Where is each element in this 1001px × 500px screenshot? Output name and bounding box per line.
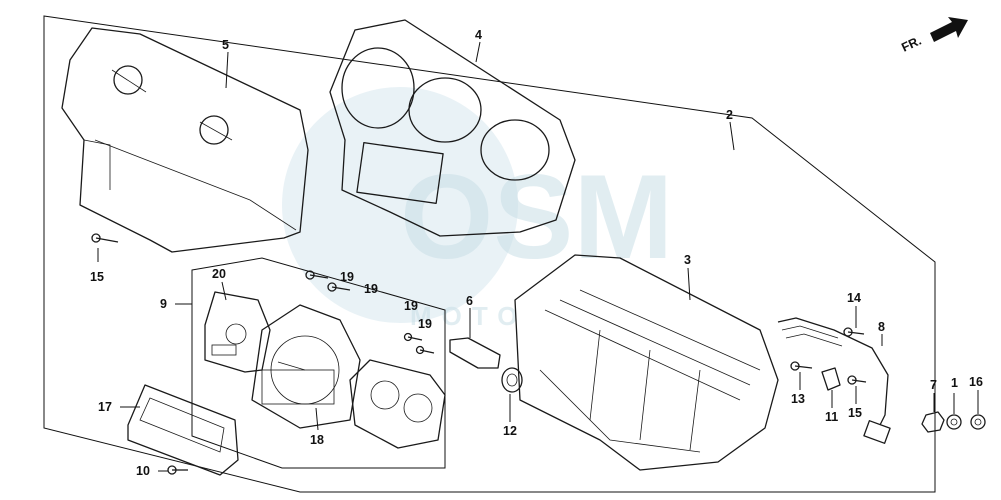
callout-7: 7 bbox=[930, 378, 937, 392]
part-18-speedo-dial bbox=[251, 304, 361, 429]
callout-15a: 15 bbox=[90, 270, 104, 284]
fasteners bbox=[91, 233, 986, 475]
callout-8: 8 bbox=[878, 320, 885, 334]
callout-19c: 19 bbox=[404, 299, 418, 313]
fr-arrow-icon bbox=[930, 17, 968, 42]
callout-15b: 15 bbox=[848, 406, 862, 420]
callout-3: 3 bbox=[684, 253, 691, 267]
watermark-circle bbox=[282, 87, 518, 323]
callout-9: 9 bbox=[160, 297, 167, 311]
part-12-grommet bbox=[501, 367, 523, 393]
fr-label: FR. bbox=[899, 34, 923, 55]
part-8-wire-harness bbox=[777, 317, 891, 444]
callout-6: 6 bbox=[466, 294, 473, 308]
part-17-lcd-display bbox=[127, 384, 239, 476]
callouts: 5 4 2 3 15 20 19 19 19 19 9 6 17 18 12 1… bbox=[90, 28, 983, 478]
callout-10: 10 bbox=[136, 464, 150, 478]
callout-18: 18 bbox=[310, 433, 324, 447]
part-11-clamp bbox=[821, 367, 841, 391]
part-5-meter-case-rear bbox=[61, 27, 309, 253]
assembly-2-frame bbox=[43, 15, 936, 493]
callout-20: 20 bbox=[212, 267, 226, 281]
part-6-connector bbox=[449, 337, 501, 369]
callout-4: 4 bbox=[475, 28, 482, 42]
washer-16 bbox=[970, 414, 986, 430]
assembly-9-frame bbox=[191, 257, 446, 469]
callout-19a: 19 bbox=[340, 270, 354, 284]
nut-7 bbox=[921, 411, 945, 433]
callout-2: 2 bbox=[726, 108, 733, 122]
part-20-tacho-dial bbox=[204, 291, 271, 373]
part-4-meter-visor bbox=[329, 19, 576, 237]
part-3-meter-housing bbox=[514, 254, 779, 471]
callout-11: 11 bbox=[825, 410, 838, 424]
callout-19b: 19 bbox=[364, 282, 378, 296]
front-direction-arrow: FR. bbox=[899, 17, 968, 55]
callout-13: 13 bbox=[791, 392, 805, 406]
callout-12: 12 bbox=[503, 424, 517, 438]
watermark-sub: MOTO bbox=[410, 301, 528, 331]
fuel-temp-gauge bbox=[349, 359, 446, 449]
leader-lines bbox=[97, 41, 979, 472]
callout-1: 1 bbox=[951, 376, 958, 390]
callout-14: 14 bbox=[847, 291, 861, 305]
callout-19d: 19 bbox=[418, 317, 432, 331]
washer-1 bbox=[946, 414, 962, 430]
callout-17: 17 bbox=[98, 400, 112, 414]
callout-16: 16 bbox=[969, 375, 983, 389]
callout-5: 5 bbox=[222, 38, 229, 52]
